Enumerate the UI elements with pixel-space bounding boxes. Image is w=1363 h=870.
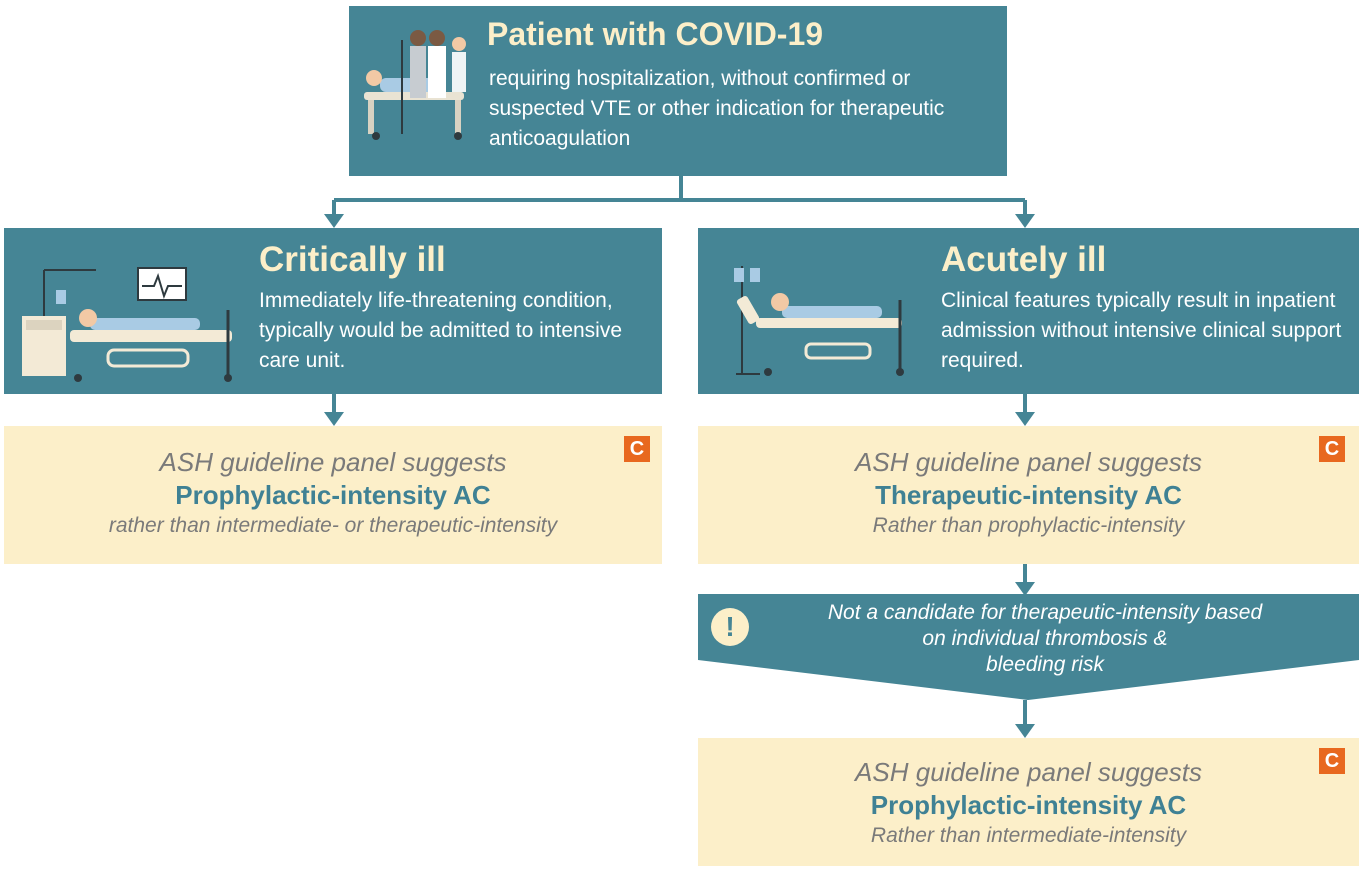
- recommendation-sub: rather than intermediate- or therapeutic…: [108, 514, 558, 537]
- caution-chevron: [698, 594, 1359, 700]
- caution-text: Not a candidate for therapeutic-intensit…: [745, 600, 1345, 678]
- caution-line-2: on individual thrombosis &: [922, 627, 1168, 650]
- certainty-badge: C: [1319, 748, 1345, 774]
- top-description: requiring hospitalization, without confi…: [489, 67, 945, 150]
- acutely-ill-title: Acutely ill: [941, 240, 1107, 279]
- acutely-ill-description: Clinical features typically result in in…: [941, 289, 1342, 372]
- recommendation-lead: ASH guideline panel suggests: [855, 757, 1202, 787]
- recommendation-acute-alternative: C ASH guideline panel suggests Prophylac…: [698, 738, 1359, 866]
- recommendation-sub: Rather than intermediate-intensity: [870, 824, 1187, 847]
- certainty-badge: C: [1319, 436, 1345, 462]
- caution-line-3: bleeding risk: [986, 653, 1104, 676]
- recommendation-lead: ASH guideline panel suggests: [159, 447, 507, 477]
- recommendation-main: Prophylactic-intensity AC: [175, 480, 491, 510]
- critically-ill-description: Immediately life-threatening condition, …: [259, 289, 623, 372]
- exclamation-icon: !: [711, 608, 749, 646]
- top-title: Patient with COVID-19: [487, 16, 824, 52]
- certainty-badge: C: [624, 436, 650, 462]
- caution-line-1: Not a candidate for therapeutic-intensit…: [827, 601, 1263, 624]
- critically-ill-title: Critically ill: [259, 240, 446, 279]
- recommendation-acute: C ASH guideline panel suggests Therapeut…: [698, 426, 1359, 564]
- recommendation-sub: Rather than prophylactic-intensity: [872, 514, 1185, 537]
- recommendation-lead: ASH guideline panel suggests: [855, 447, 1202, 477]
- recommendation-main: Prophylactic-intensity AC: [870, 790, 1187, 820]
- recommendation-critical: C ASH guideline panel suggests Prophylac…: [4, 426, 662, 564]
- recommendation-main: Therapeutic-intensity AC: [875, 480, 1182, 510]
